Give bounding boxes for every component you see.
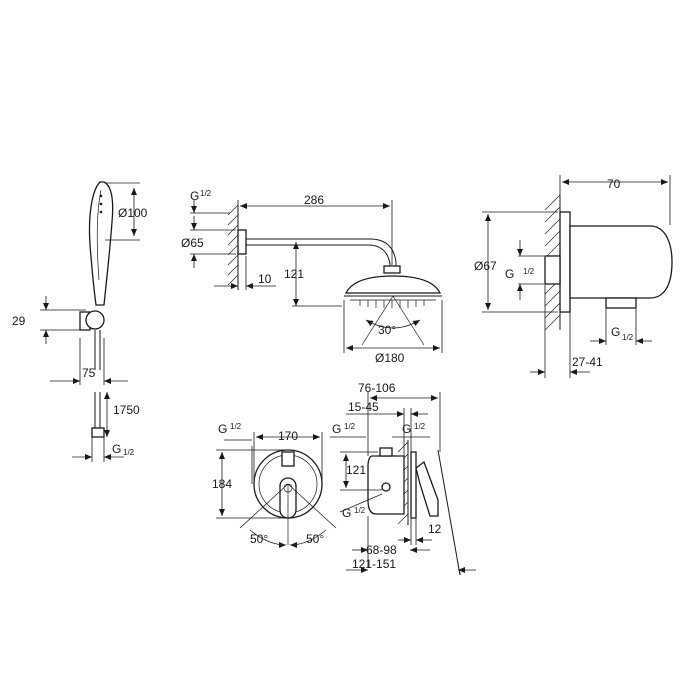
side-thread-b-fraction: 1/2 [414,422,426,431]
handshower-view: Ø100 29 75 1750 G 1/2 [12,181,148,462]
mixer-thread-left-fraction: 1/2 [230,422,242,431]
shower-arm [246,238,397,268]
side-thread-a-fraction: 1/2 [344,422,356,431]
headshower-view: G 1/2 286 Ø65 10 121 30° Ø180 [181,189,443,365]
dim-angle-right [289,529,327,548]
mixer-front-view: G 1/2 170 184 50° 50° [212,422,337,548]
head-angle: 30° [378,323,396,337]
headshower-thread: G [190,189,199,203]
mixer-height: 184 [212,477,232,491]
range-a: 68-98 [366,543,397,557]
dim-angle [365,319,421,329]
side-height: 121 [346,463,366,477]
head-dia: Ø180 [375,351,405,365]
dim-thread [339,493,383,513]
mixer-width: 170 [278,429,298,443]
side-thread-c-fraction: 1/2 [354,506,366,515]
arm-length: 286 [304,193,324,207]
elbow-dia: Ø67 [474,259,497,273]
handshower-dia: Ø100 [118,206,148,220]
elbow-range: 27-41 [572,355,603,369]
hose-length: 1750 [113,403,140,417]
head-nozzles [359,300,425,308]
depth-total: 76-106 [358,381,396,395]
nozzle-dot [99,202,103,206]
port [381,482,391,492]
mixer-side-view: 76-106 15-45 G 1/2 G 1/2 121 G 1/2 12 68 [330,381,476,576]
wall-hatch [227,204,239,286]
elbow-thread: G [505,267,514,281]
arm-offset: 10 [258,272,272,286]
nozzle-dot [99,194,103,198]
wall-plate [410,451,417,519]
range-b: 121-151 [352,557,396,571]
shower-head [344,275,442,294]
elbow-inlet [544,255,561,285]
hose-nut [91,427,105,438]
mixer-angle-right: 50° [306,532,324,546]
elbow-rosette [559,211,571,313]
ball-joint [383,265,401,274]
mixer-angle-left: 50° [250,532,268,546]
elbow-outlet [605,297,637,309]
dim-angle-left [249,529,287,548]
depth-inner: 15-45 [348,400,379,414]
hose-thread: G [112,442,121,456]
diverter-knob [281,451,295,467]
lever-line [437,449,461,576]
hose-thread-fraction: 1/2 [123,448,135,457]
plate-thickness: 12 [428,522,442,536]
elbow-thread-fraction: 1/2 [523,267,535,276]
arm-flange [237,229,247,255]
shower-arm [246,244,391,268]
handshower-head [88,181,114,306]
elbow-body [569,225,673,299]
holder-ring [85,310,105,330]
elbow-thread-bottom-fraction: 1/2 [622,333,634,342]
elbow-view: 70 Ø67 G 1/2 G 1/2 27-41 [474,175,673,378]
side-thread-b: G [402,422,411,436]
headshower-thread-fraction: 1/2 [200,189,212,198]
head-drop: 121 [284,267,304,281]
angle-ray [287,483,337,529]
side-thread-a: G [332,422,341,436]
side-thread-c: G [342,506,351,520]
side-lever [415,460,439,517]
handshower-height: 29 [12,314,26,328]
top-connector [379,447,393,457]
handshower-width: 75 [82,366,96,380]
nozzle-dot [99,210,103,214]
angle-ray [239,483,289,529]
elbow-thread-bottom: G [611,325,620,339]
flange-dia: Ø65 [181,236,204,250]
mixer-thread-left: G [218,422,227,436]
elbow-width: 70 [607,177,621,191]
